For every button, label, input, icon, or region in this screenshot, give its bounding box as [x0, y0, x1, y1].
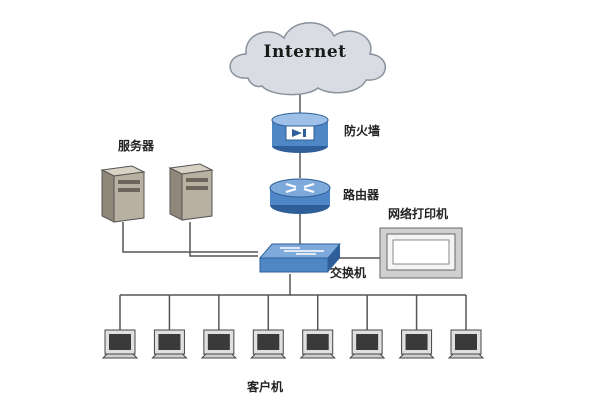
client-computer-icon — [101, 329, 139, 359]
client-computer-icon — [398, 329, 435, 359]
router-icon — [269, 178, 331, 214]
server-2-icon — [168, 163, 214, 221]
client-computers — [101, 329, 485, 359]
network-printer-icon — [379, 227, 464, 279]
client-computer-icon — [348, 329, 386, 359]
client-computer-icon — [200, 329, 238, 359]
firewall-icon — [271, 112, 329, 153]
clients-label: 客户机 — [247, 380, 284, 394]
client-computer-icon — [250, 329, 287, 359]
link-server1-switch — [122, 222, 258, 253]
router-label: 路由器 — [343, 188, 380, 202]
servers-label: 服务器 — [118, 139, 155, 153]
server-1-icon — [100, 165, 146, 223]
link-server2-switch — [189, 222, 258, 257]
switch-icon — [258, 243, 342, 273]
client-computer-icon — [299, 329, 336, 359]
firewall-label: 防火墙 — [344, 124, 381, 138]
client-computer-icon — [151, 329, 188, 359]
switch-label: 交换机 — [330, 266, 367, 280]
internet-label: Internet — [263, 42, 347, 62]
printer-label: 网络打印机 — [388, 207, 449, 221]
internet-cloud — [229, 22, 387, 96]
client-computer-icon — [447, 329, 485, 359]
